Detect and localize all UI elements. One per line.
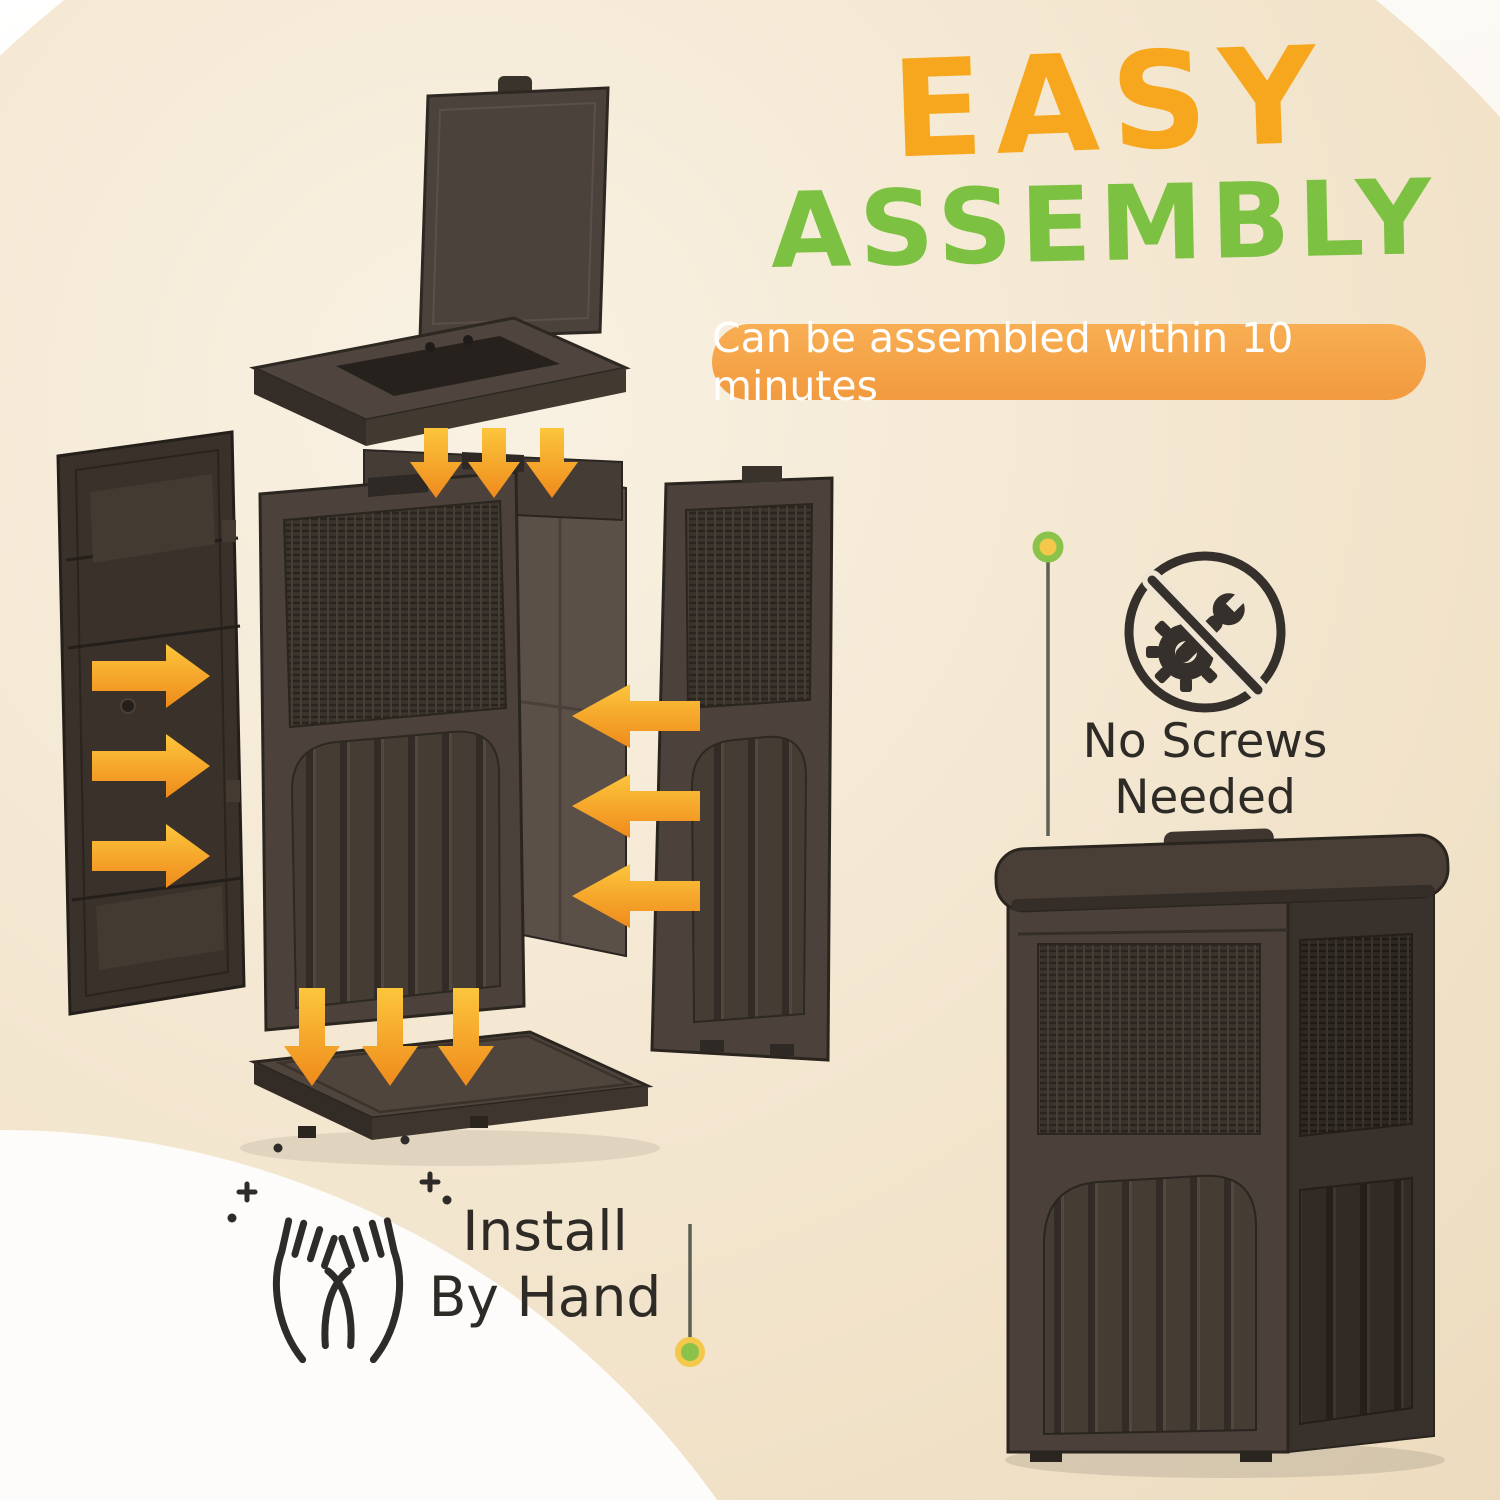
assembly-time-banner: Can be assembled within 10 minutes (712, 314, 1426, 410)
assembly-arrows (92, 428, 700, 1086)
assembled-trash-bin (994, 828, 1450, 1462)
exploded-front-panel (258, 470, 526, 1032)
headline-easy: EASY (889, 17, 1331, 189)
exploded-lid (249, 76, 631, 446)
no-screws-line2: Needed (1114, 770, 1296, 826)
base-shadow (240, 1130, 660, 1166)
install-by-hand-label: Install By Hand (415, 1198, 675, 1330)
exploded-base-panel (248, 1030, 654, 1140)
no-screws-label: No Screws Needed (1030, 714, 1380, 827)
exploded-left-panel (56, 430, 246, 1016)
exploded-right-panel (650, 466, 834, 1062)
no-screws-line1: No Screws (1082, 714, 1328, 769)
banner-text: Can be assembled within 10 minutes (712, 314, 1294, 410)
headline-assembly: ASSEMBLY (769, 156, 1441, 292)
clapping-hands-icon (227, 1135, 452, 1364)
connector-install (675, 1224, 705, 1367)
install-line2: By Hand (428, 1265, 662, 1329)
connector-no-screws (1032, 531, 1064, 836)
no-screws-icon (1124, 551, 1286, 713)
install-line1: Install (462, 1199, 628, 1263)
